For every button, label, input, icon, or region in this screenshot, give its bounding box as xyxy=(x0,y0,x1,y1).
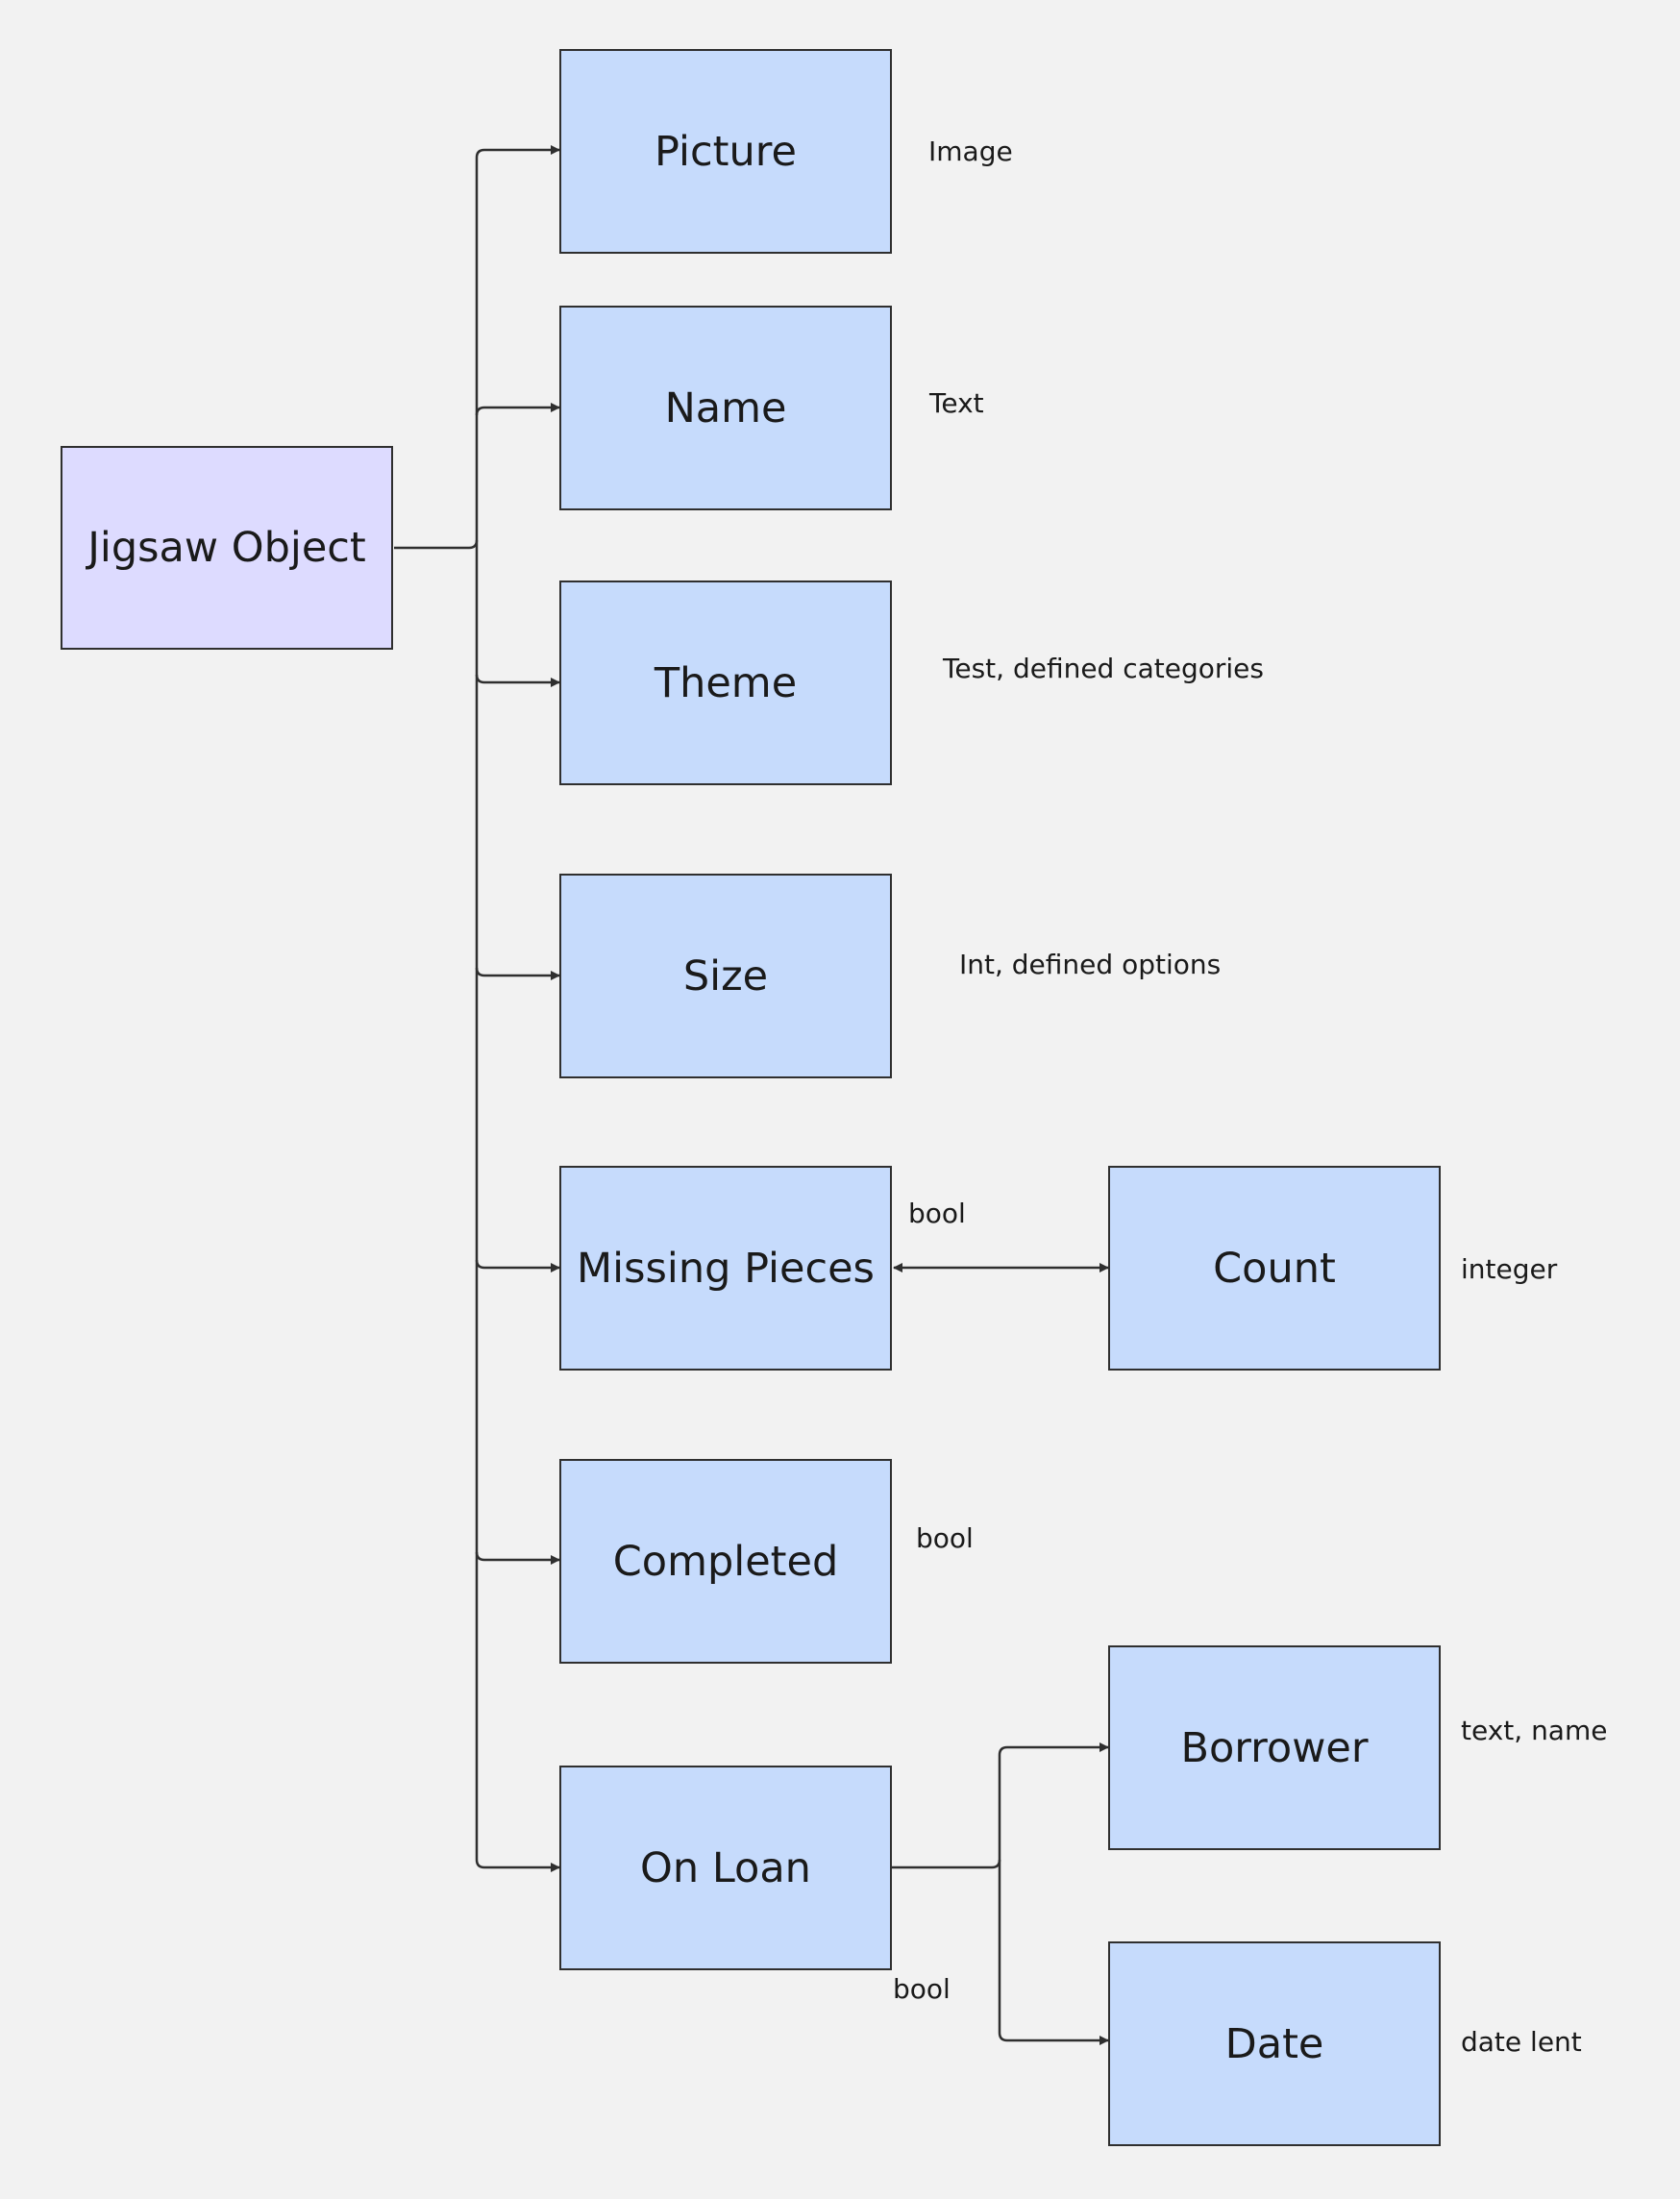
node-label: Jigsaw Object xyxy=(87,524,366,572)
node-missing-pieces[interactable]: Missing Pieces xyxy=(559,1166,892,1371)
node-label: Count xyxy=(1213,1244,1336,1293)
node-picture[interactable]: Picture xyxy=(559,49,892,254)
edge-on-loan-date xyxy=(998,2032,1109,2045)
node-label: On Loan xyxy=(640,1843,811,1892)
node-jigsaw-object[interactable]: Jigsaw Object xyxy=(61,446,393,650)
node-name[interactable]: Name xyxy=(559,306,892,510)
annotation-borrower: text, name xyxy=(1461,1715,1608,1746)
edge-root-name xyxy=(475,403,560,416)
annotation-size: Int, defined options xyxy=(959,949,1222,980)
edge-on-loan-trunk xyxy=(892,1859,1001,1869)
annotation-theme: Test, defined categories xyxy=(943,653,1264,684)
annotation-on-loan: bool xyxy=(893,1973,951,2005)
annotation-count: integer xyxy=(1461,1253,1558,1285)
edge-root-theme xyxy=(475,674,560,687)
node-label: Borrower xyxy=(1180,1723,1369,1772)
node-label: Completed xyxy=(612,1537,839,1586)
node-theme[interactable]: Theme xyxy=(559,581,892,785)
edge-root-size xyxy=(475,967,560,980)
edge-root-completed xyxy=(475,1551,560,1565)
annotation-date: date lent xyxy=(1461,2026,1582,2058)
edge-root-picture xyxy=(475,145,560,159)
annotation-name: Text xyxy=(929,387,984,419)
node-date[interactable]: Date xyxy=(1108,1941,1441,2146)
node-size[interactable]: Size xyxy=(559,874,892,1078)
annotation-missing-pieces: bool xyxy=(908,1198,966,1229)
node-count[interactable]: Count xyxy=(1108,1166,1441,1371)
edge-on-loan-borrower xyxy=(998,1742,1109,1756)
node-label: Name xyxy=(664,383,787,432)
node-on-loan[interactable]: On Loan xyxy=(559,1766,892,1970)
node-borrower[interactable]: Borrower xyxy=(1108,1645,1441,1850)
annotation-completed: bool xyxy=(916,1522,974,1554)
edge-root-on-loan xyxy=(475,1859,560,1872)
node-label: Missing Pieces xyxy=(577,1244,875,1293)
node-completed[interactable]: Completed xyxy=(559,1459,892,1664)
edge-root-trunk xyxy=(394,539,479,550)
node-label: Picture xyxy=(655,127,797,176)
node-label: Theme xyxy=(654,658,798,707)
node-label: Size xyxy=(682,951,769,1001)
node-label: Date xyxy=(1224,2019,1324,2068)
edge-root-missing-pieces xyxy=(475,1259,560,1272)
annotation-picture: Image xyxy=(928,136,1013,167)
